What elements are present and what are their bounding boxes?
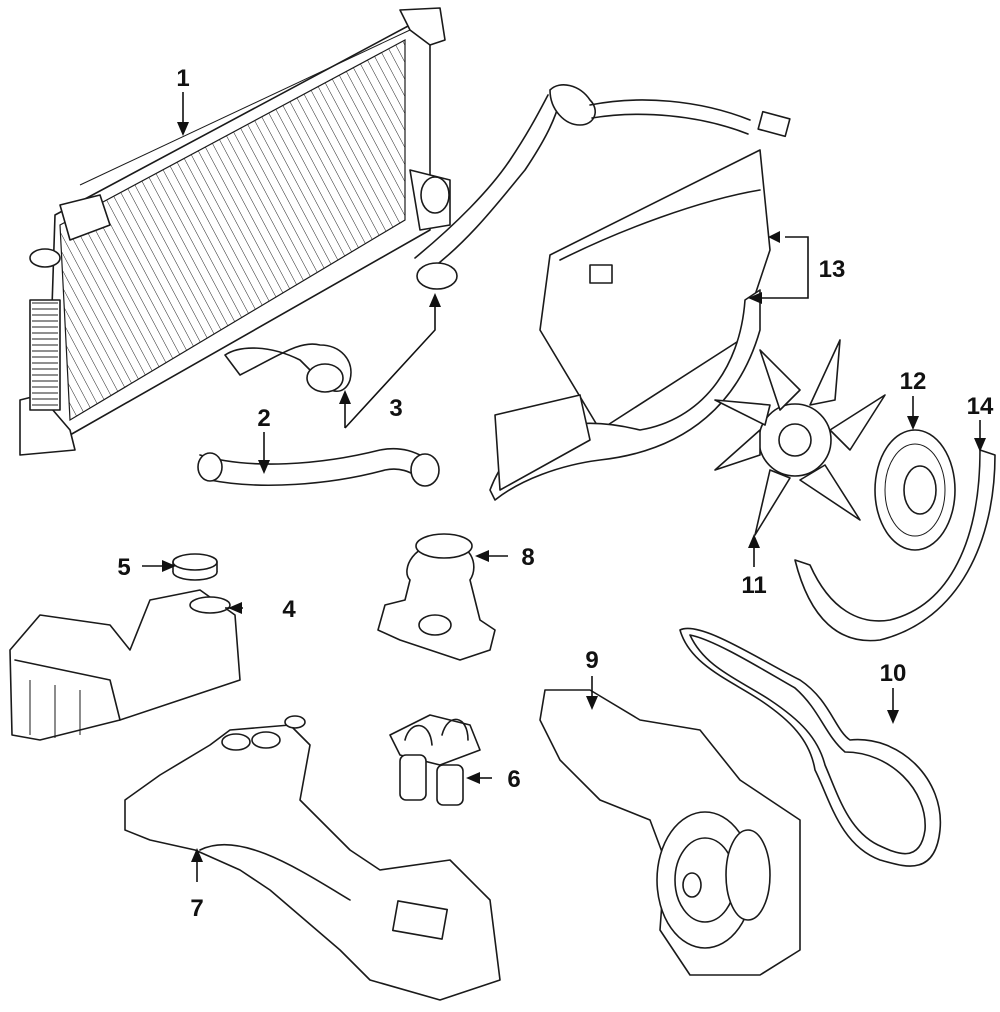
callout-5: 5	[117, 554, 130, 581]
callout-8: 8	[521, 544, 534, 571]
fan-shroud-part	[489, 149, 771, 501]
callout-4: 4	[282, 596, 296, 623]
callout-2: 2	[257, 405, 270, 432]
callout-3: 3	[389, 395, 402, 422]
reservoir-part	[9, 589, 241, 741]
lower-shroud-part	[794, 449, 996, 642]
callout-9: 9	[585, 647, 598, 674]
callout-labels: 1 2 3 4 5 6 7 8 9 10 11 12 13 14	[117, 65, 994, 922]
pump-housing-part	[377, 533, 496, 661]
crossover-part	[124, 715, 501, 1001]
thermostat-part	[389, 714, 481, 806]
callout-1: 1	[176, 65, 189, 92]
lower-hose-part	[197, 343, 440, 487]
callout-7: 7	[190, 895, 203, 922]
upper-hose-part	[414, 84, 791, 290]
callout-13: 13	[819, 256, 846, 283]
fan-clutch-part	[874, 429, 956, 551]
callout-10: 10	[880, 660, 907, 687]
callout-12: 12	[900, 368, 927, 395]
gasket-part	[679, 627, 942, 867]
water-pump-part	[539, 689, 801, 976]
cap-part	[172, 553, 218, 581]
leader-lines	[142, 92, 986, 882]
callout-14: 14	[967, 393, 994, 420]
fan-part	[714, 339, 886, 536]
callout-11: 11	[741, 572, 766, 599]
radiator-part	[19, 7, 451, 456]
callout-6: 6	[507, 766, 520, 793]
